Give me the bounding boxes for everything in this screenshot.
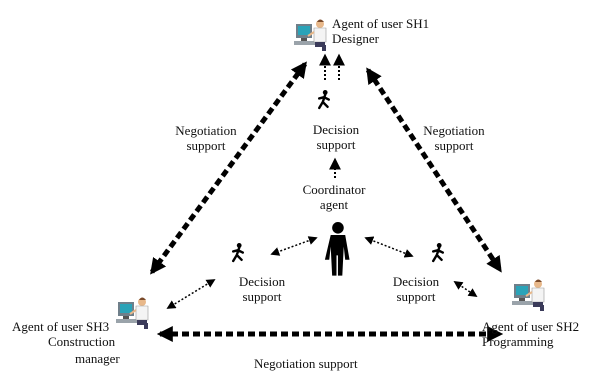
standing-figure-icon bbox=[324, 222, 350, 276]
negotiation-arrow-sh1-sh3 bbox=[149, 61, 308, 275]
running-figure-icon bbox=[318, 88, 330, 110]
negotiation-left-line1: Negotiation bbox=[175, 123, 237, 138]
decision-support-left-line1: Decision bbox=[238, 274, 286, 289]
negotiation-left-line2: support bbox=[186, 138, 226, 153]
coordinator-label: Coordinator agent bbox=[288, 182, 380, 212]
sh2-role: Programming bbox=[482, 334, 554, 349]
coordinator-line1: Coordinator bbox=[302, 182, 366, 197]
negotiation-label-bottom: Negotiation support bbox=[254, 356, 358, 371]
negotiation-right-line2: support bbox=[434, 138, 474, 153]
decision-support-right-line1: Decision bbox=[392, 274, 440, 289]
negotiation-right-line1: Negotiation bbox=[423, 123, 485, 138]
decision-support-left: Decision support bbox=[222, 274, 302, 304]
person-at-computer-icon bbox=[511, 278, 545, 312]
sh3-role-line1: Construction bbox=[48, 334, 116, 349]
decision-support-top-line1: Decision bbox=[312, 122, 360, 137]
negotiation-label-right: Negotiation support bbox=[406, 123, 502, 153]
running-figure-icon bbox=[432, 241, 444, 263]
running-figure-icon bbox=[231, 241, 245, 263]
person-at-computer-icon bbox=[115, 296, 149, 330]
negotiation-arrows bbox=[149, 61, 504, 343]
negotiation-arrow-sh1-sh2 bbox=[365, 67, 503, 273]
person-at-computer-icon bbox=[293, 18, 327, 52]
arrow-coordinator-right-runner bbox=[364, 236, 414, 258]
coordinator-line2: agent bbox=[319, 197, 349, 212]
sh1-role: Designer bbox=[332, 31, 379, 46]
sh1-title: Agent of user SH1 bbox=[332, 16, 430, 31]
decision-support-right: Decision support bbox=[376, 274, 456, 304]
arrow-right-runner-sh2 bbox=[453, 281, 478, 297]
decision-arrows bbox=[166, 53, 478, 309]
sh3-title: Agent of user SH3 bbox=[12, 319, 110, 334]
decision-support-right-line2: support bbox=[396, 289, 436, 304]
decision-support-top: Decision support bbox=[292, 122, 380, 152]
sh2-title: Agent of user SH2 bbox=[482, 319, 580, 334]
negotiation-label-left: Negotiation support bbox=[158, 123, 254, 153]
arrow-left-runner-sh3 bbox=[166, 279, 216, 309]
sh3-role-line2: manager bbox=[75, 351, 120, 366]
decision-support-left-line2: support bbox=[242, 289, 282, 304]
arrow-coordinator-left-runner bbox=[270, 236, 318, 256]
decision-support-top-line2: support bbox=[316, 137, 356, 152]
